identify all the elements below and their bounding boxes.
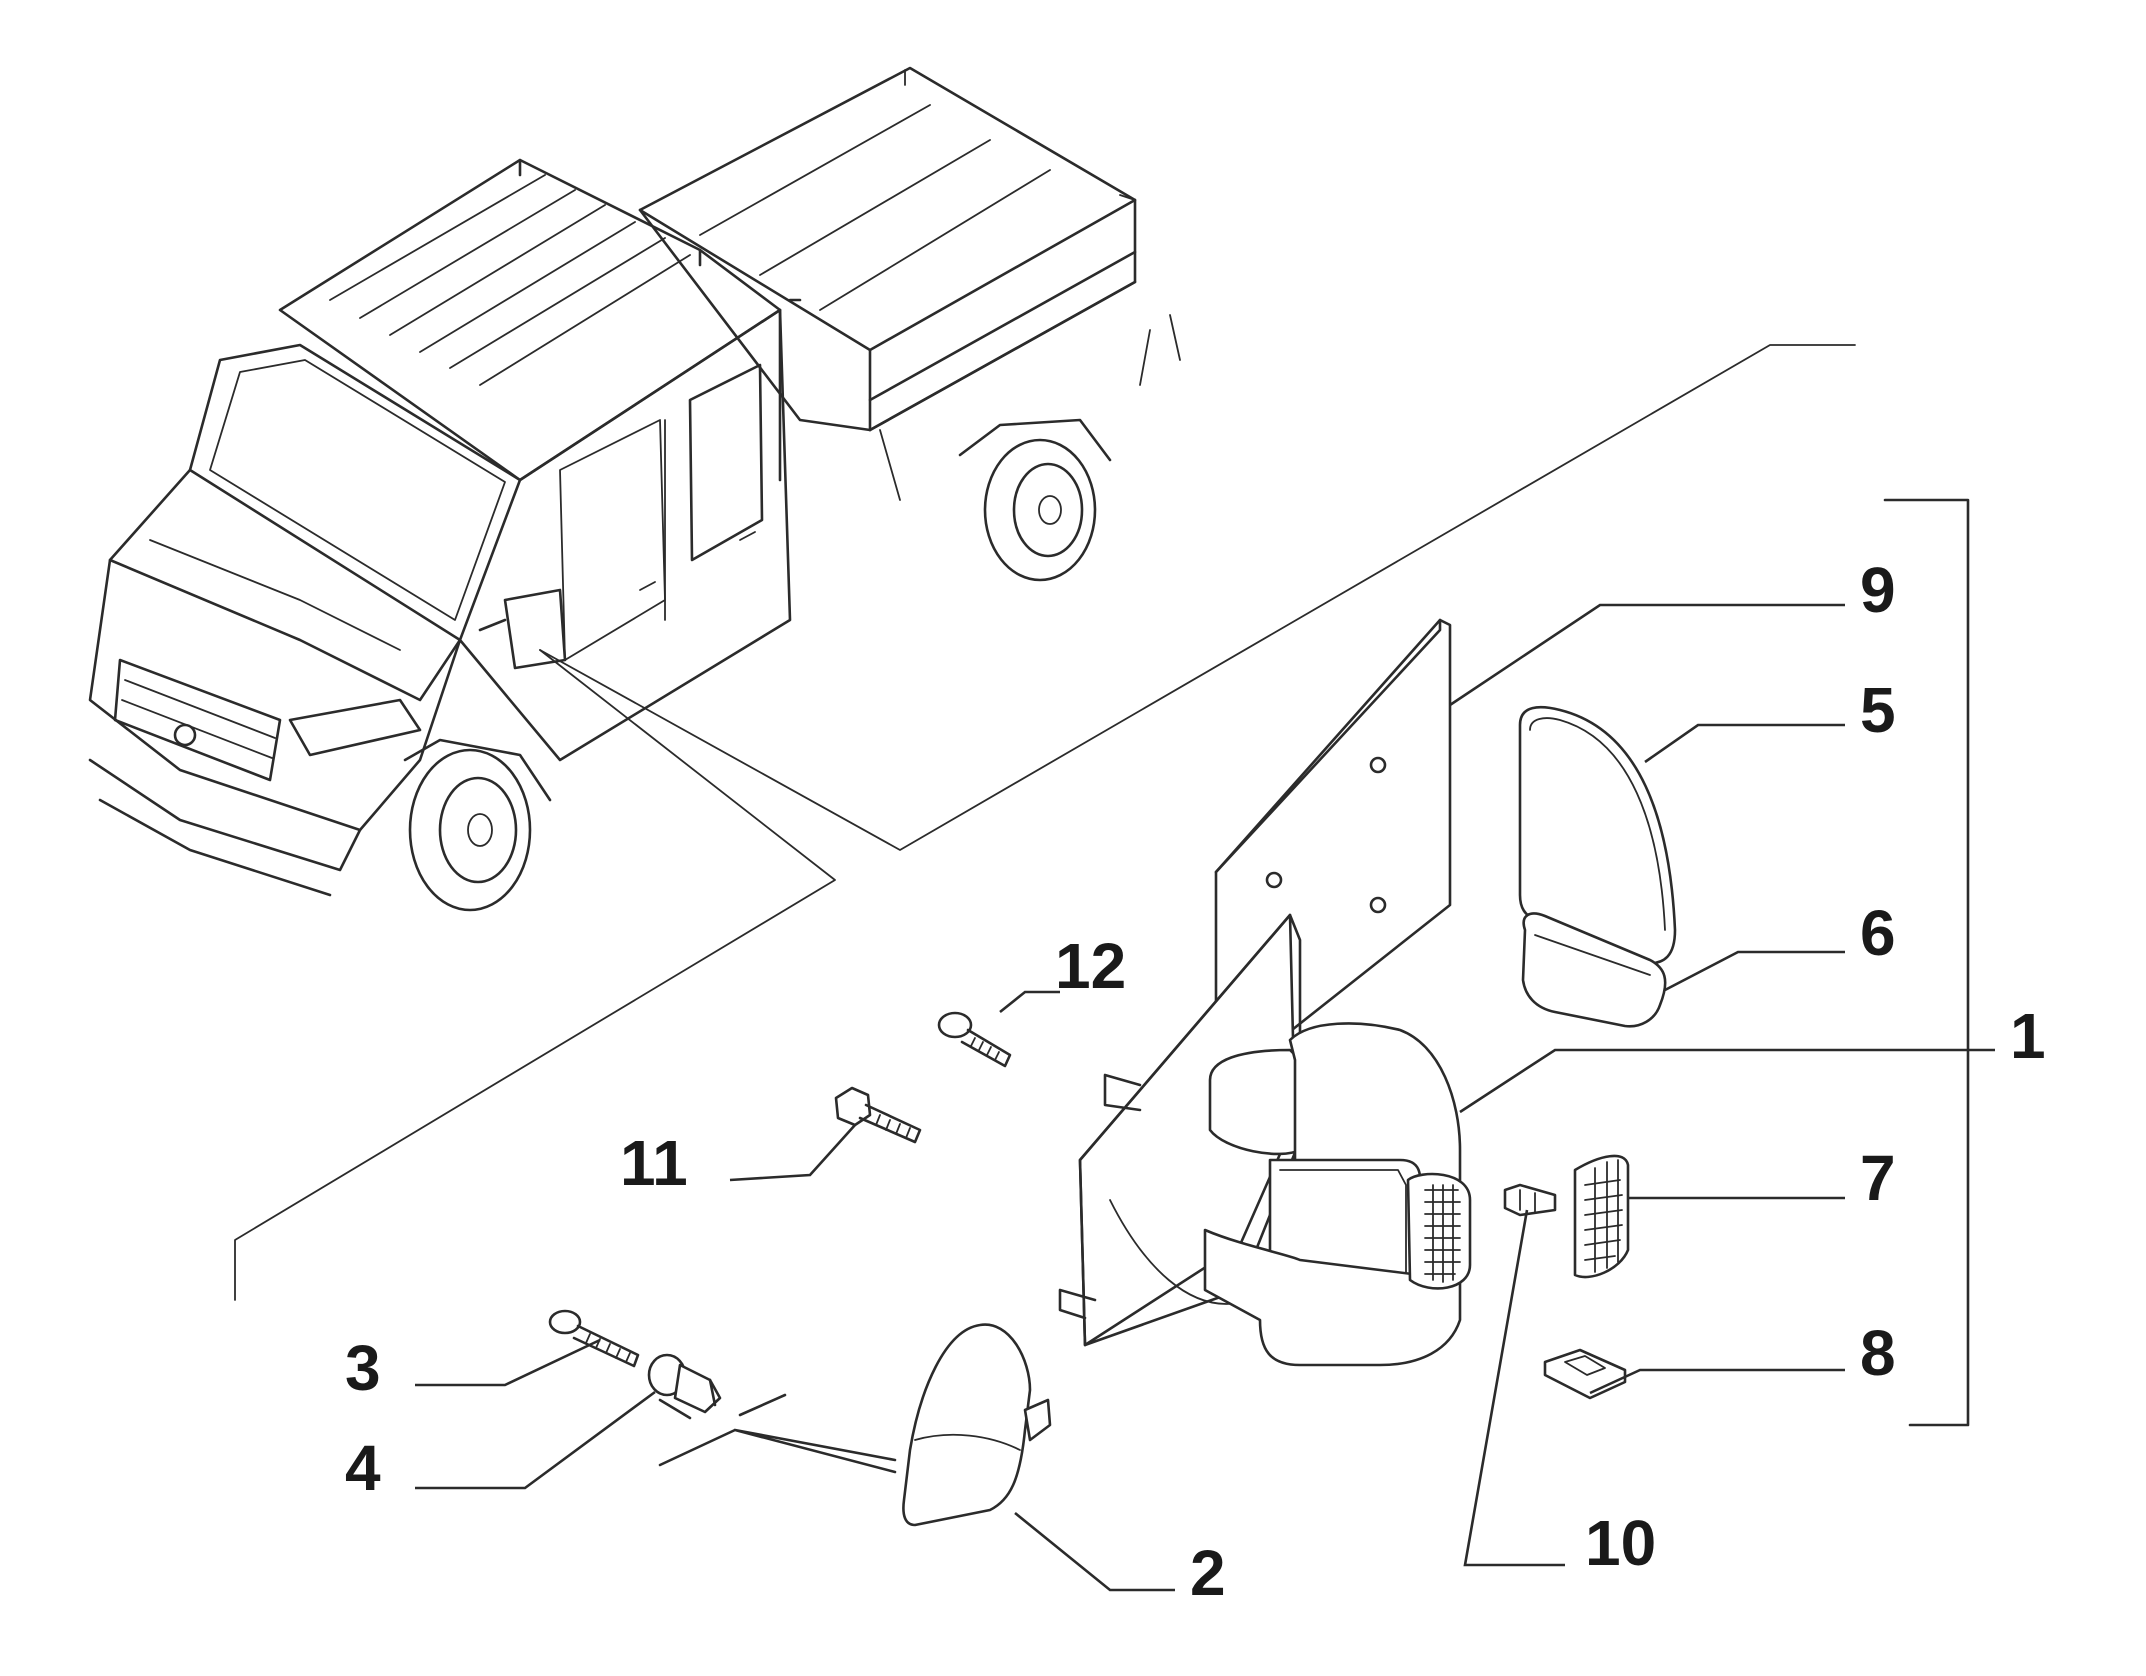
part-8-pad [1543, 1348, 1627, 1400]
part-1-mirror-assembly [1058, 913, 1472, 1367]
callout-7: 7 [1860, 1142, 1896, 1214]
callout-4: 4 [345, 1432, 381, 1504]
callout-5: 5 [1860, 674, 1896, 746]
leader-lines [415, 603, 1995, 1592]
callout-9: 9 [1860, 554, 1896, 626]
callout-1: 1 [2010, 1000, 2046, 1072]
callout-3: 3 [345, 1332, 381, 1404]
callout-12: 12 [1055, 930, 1126, 1002]
vehicle-illustration [88, 66, 1181, 912]
part-7-indicator-lens [1573, 1154, 1630, 1279]
callout-8: 8 [1860, 1317, 1896, 1389]
callout-10: 10 [1585, 1507, 1656, 1579]
callout-11: 11 [620, 1127, 688, 1199]
part-3-screw [548, 1309, 640, 1368]
part-11-bolt [834, 1086, 922, 1144]
callout-2: 2 [1190, 1537, 1226, 1609]
part-10-bulb [1503, 1183, 1557, 1217]
lamp-grid [1424, 1184, 1461, 1283]
part-4-clip [647, 1353, 722, 1420]
callout-labels: 9 5 6 1 7 8 10 2 4 3 11 12 [345, 554, 2046, 1609]
part-6-lower-mirror-glass [1521, 912, 1667, 1028]
callout-6: 6 [1860, 897, 1896, 969]
detail-projection-lines [234, 344, 1856, 1301]
part-2-cover [658, 1323, 1052, 1527]
part-12-screw [937, 1011, 1012, 1068]
assembly-group-bracket [1883, 498, 1970, 1427]
